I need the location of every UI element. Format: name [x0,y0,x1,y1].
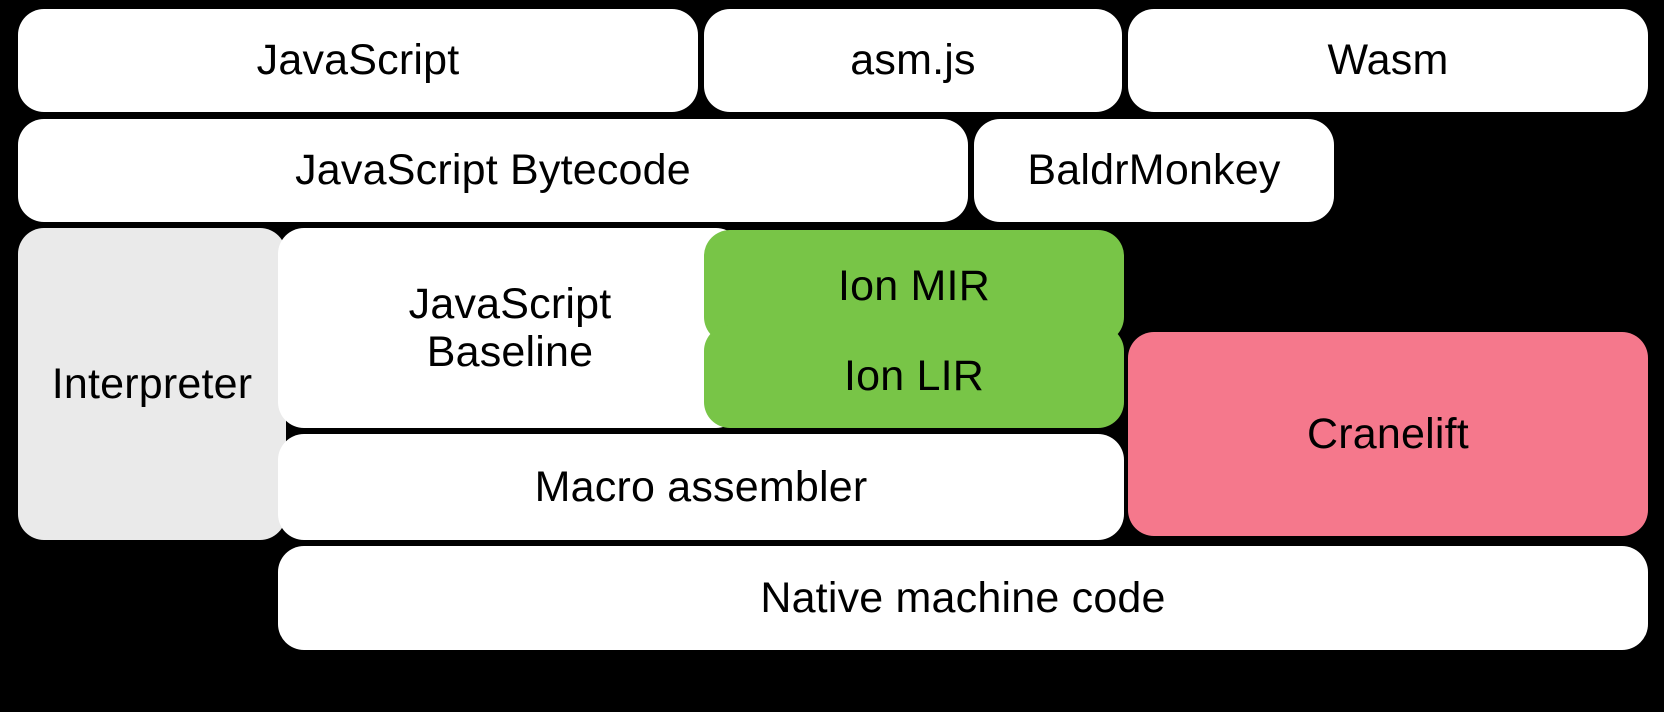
node-wasm[interactable]: Wasm [1128,9,1648,112]
node-javascript[interactable]: JavaScript [18,9,698,112]
node-cranelift[interactable]: Cranelift [1128,332,1648,536]
node-ion-lir[interactable]: Ion LIR [704,325,1124,428]
node-ion-mir[interactable]: Ion MIR [704,230,1124,343]
node-macro-assembler-label: Macro assembler [534,462,868,511]
node-macro-assembler[interactable]: Macro assembler [278,434,1124,540]
node-asm-js-label: asm.js [850,36,976,85]
node-baldrmonkey[interactable]: BaldrMonkey [974,119,1334,222]
node-ion-lir-label: Ion LIR [843,352,985,401]
node-interpreter-label: Interpreter [51,359,253,408]
node-asm-js[interactable]: asm.js [704,9,1122,112]
node-javascript-baseline-label: JavaScript Baseline [408,279,612,376]
node-baldrmonkey-label: BaldrMonkey [1027,146,1281,195]
node-javascript-bytecode[interactable]: JavaScript Bytecode [18,119,968,222]
node-wasm-label: Wasm [1327,36,1449,85]
node-interpreter[interactable]: Interpreter [18,228,286,540]
node-javascript-baseline[interactable]: JavaScript Baseline [278,228,742,428]
node-javascript-label: JavaScript [256,36,460,85]
node-native-machine-code[interactable]: Native machine code [278,546,1648,650]
node-ion-mir-label: Ion MIR [838,262,990,311]
node-native-machine-code-label: Native machine code [760,573,1166,622]
node-javascript-bytecode-label: JavaScript Bytecode [295,146,691,195]
node-cranelift-label: Cranelift [1307,409,1469,458]
